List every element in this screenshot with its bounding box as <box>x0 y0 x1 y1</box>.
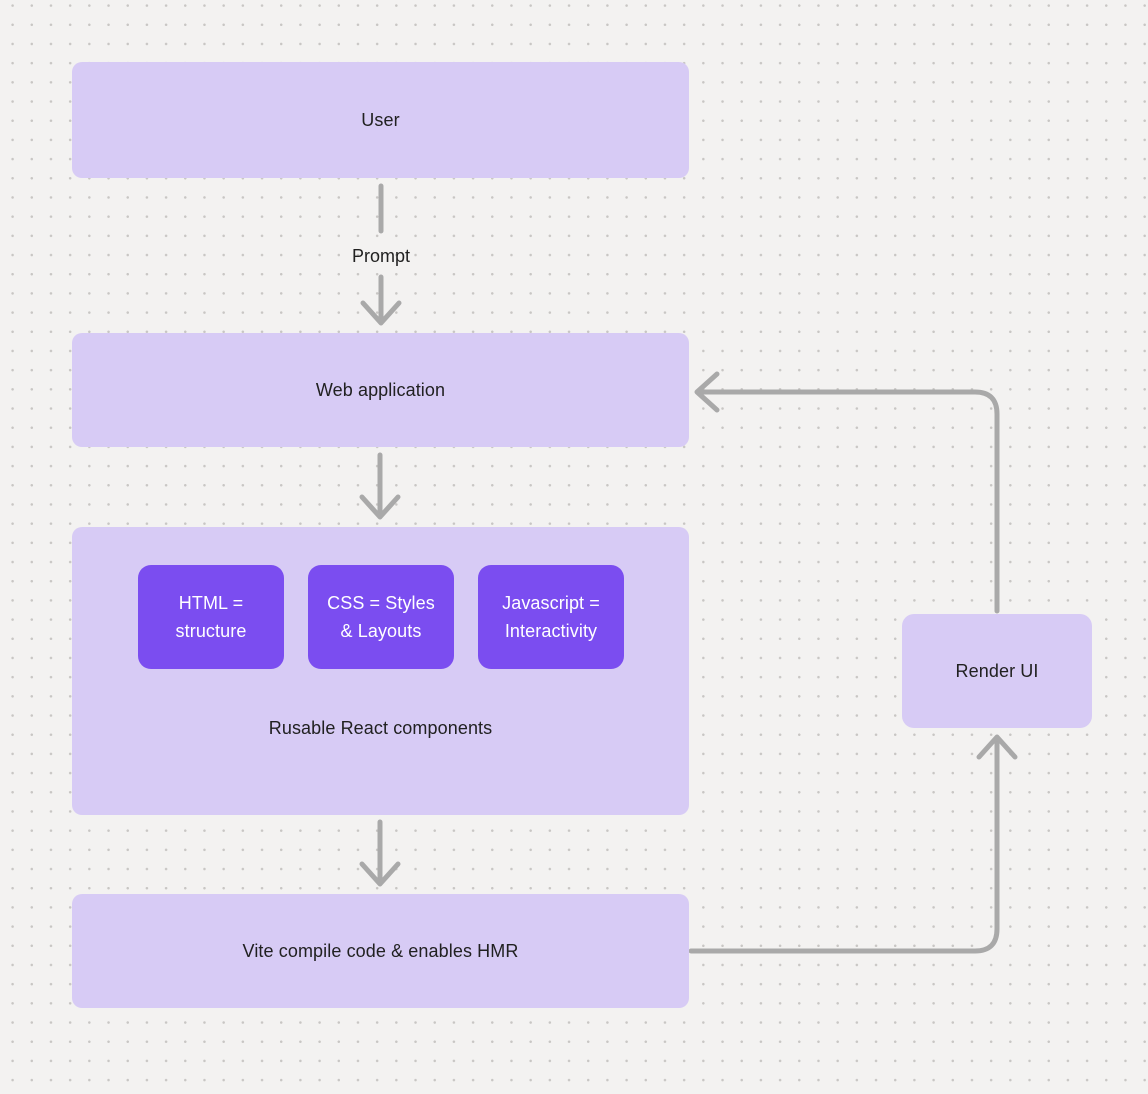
node-vite-label: Vite compile code & enables HMR <box>242 940 519 961</box>
node-web-application: Web application <box>72 333 689 447</box>
node-user-label: User <box>361 109 400 130</box>
subnode-javascript-label: Javascript = Interactivity <box>502 593 600 641</box>
node-render-ui-label: Render UI <box>955 660 1039 681</box>
edge-label-prompt: Prompt <box>351 246 411 266</box>
components-group-caption: Rusable React components <box>268 718 493 738</box>
node-web-application-label: Web application <box>315 379 446 400</box>
node-components-group: HTML = structure CSS = Styles & Layouts … <box>72 527 689 815</box>
edge-renderui-to-webapp <box>694 371 1000 614</box>
subnode-css: CSS = Styles & Layouts <box>308 565 454 669</box>
node-render-ui: Render UI <box>902 614 1092 728</box>
subnode-html-label: HTML = structure <box>175 593 247 641</box>
node-vite: Vite compile code & enables HMR <box>72 894 689 1008</box>
node-user: User <box>72 62 689 178</box>
edge-webapp-to-components <box>359 452 401 520</box>
subnode-javascript: Javascript = Interactivity <box>478 565 624 669</box>
subnode-html: HTML = structure <box>138 565 284 669</box>
edge-vite-to-renderui <box>688 734 1018 954</box>
edge-components-to-vite <box>359 819 401 887</box>
subnode-css-label: CSS = Styles & Layouts <box>327 593 435 641</box>
